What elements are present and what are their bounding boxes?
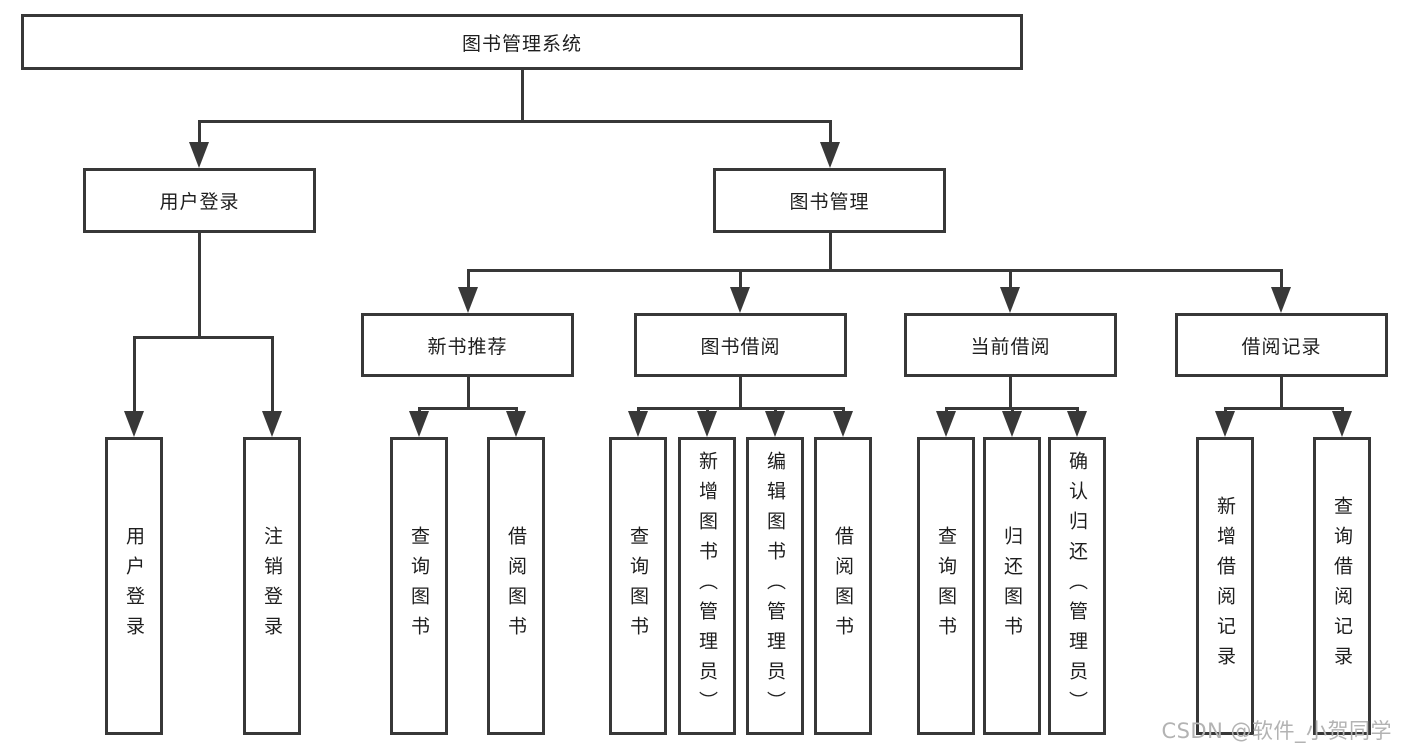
connector-vline: [738, 377, 742, 410]
arrowhead-down-icon: [458, 287, 478, 313]
arrowhead-down-icon: [409, 411, 429, 437]
leaf-confirm-return-admin: 确认归还（管理员）: [1048, 437, 1106, 735]
arrowhead-down-icon: [833, 411, 853, 437]
connector-vline: [1223, 407, 1227, 413]
connector-vline: [417, 407, 421, 413]
leaf-edit-books-admin: 编辑图书（管理员）: [746, 437, 804, 735]
connector-vline: [466, 377, 470, 410]
leaf-query-books-recommend: 查询图书: [390, 437, 448, 735]
connector-vline: [841, 407, 845, 413]
leaf-query-borrow-record: 查询借阅记录: [1313, 437, 1371, 735]
connector-vline: [466, 269, 470, 289]
arrowhead-down-icon: [1002, 411, 1022, 437]
connector-hline: [636, 407, 845, 410]
connector-vline: [197, 120, 201, 144]
node-label: 借阅图书: [505, 526, 527, 646]
connector-vline: [1279, 377, 1283, 410]
arrowhead-down-icon: [1067, 411, 1087, 437]
connector-vline: [270, 336, 274, 413]
node-label: 归还图书: [1001, 526, 1023, 646]
arrowhead-down-icon: [697, 411, 717, 437]
connector-vline: [636, 407, 640, 413]
leaf-user-login: 用户登录: [105, 437, 163, 735]
leaf-add-borrow-record: 新增借阅记录: [1196, 437, 1254, 735]
node-label: 注销登录: [261, 526, 283, 646]
node-label: 当前借阅: [970, 335, 1051, 358]
node-label: 用户登录: [123, 526, 145, 646]
node-label: 查询借阅记录: [1331, 496, 1353, 676]
connector-vline: [1008, 269, 1012, 289]
connector-vline: [1340, 407, 1344, 413]
arrowhead-down-icon: [124, 411, 144, 437]
connector-vline: [773, 407, 777, 413]
connector-hline: [197, 120, 832, 123]
node-label: 查询图书: [627, 526, 649, 646]
arrowhead-down-icon: [1332, 411, 1352, 437]
node-new-book-recommendation: 新书推荐: [361, 313, 574, 377]
connector-vline: [944, 407, 948, 413]
arrowhead-down-icon: [1271, 287, 1291, 313]
connector-vline: [1008, 377, 1012, 410]
node-label: 查询图书: [408, 526, 430, 646]
node-label: 图书借阅: [700, 335, 781, 358]
connector-vline: [738, 269, 742, 289]
node-borrowing-records: 借阅记录: [1175, 313, 1388, 377]
arrowhead-down-icon: [820, 142, 840, 168]
leaf-return-books: 归还图书: [983, 437, 1041, 735]
node-label: 新增借阅记录: [1214, 496, 1236, 676]
arrowhead-down-icon: [1215, 411, 1235, 437]
connector-hline: [466, 269, 1283, 272]
arrowhead-down-icon: [765, 411, 785, 437]
node-label: 新书推荐: [427, 335, 508, 358]
connector-hline: [132, 336, 274, 339]
node-label: 借阅记录: [1241, 335, 1322, 358]
arrowhead-down-icon: [506, 411, 526, 437]
node-book-management: 图书管理: [713, 168, 946, 233]
connector-vline: [520, 70, 524, 123]
connector-vline: [828, 120, 832, 144]
node-label: 查询图书: [935, 526, 957, 646]
connector-vline: [132, 336, 136, 413]
connector-vline: [828, 233, 832, 272]
arrowhead-down-icon: [1000, 287, 1020, 313]
node-user-login: 用户登录: [83, 168, 316, 233]
arrowhead-down-icon: [628, 411, 648, 437]
connector-vline: [1010, 407, 1014, 413]
leaf-borrow-books: 借阅图书: [814, 437, 872, 735]
watermark: CSDN @软件_小贺同学: [1161, 719, 1392, 743]
arrowhead-down-icon: [730, 287, 750, 313]
leaf-query-books-current: 查询图书: [917, 437, 975, 735]
connector-vline: [705, 407, 709, 413]
node-label: 确认归还（管理员）: [1066, 451, 1088, 721]
connector-vline: [514, 407, 518, 413]
node-label: 新增图书（管理员）: [696, 451, 718, 721]
node-book-borrowing: 图书借阅: [634, 313, 847, 377]
node-label: 编辑图书（管理员）: [764, 451, 786, 721]
node-label: 用户登录: [159, 191, 240, 213]
leaf-borrow-books-recommend: 借阅图书: [487, 437, 545, 735]
node-library-management-system: 图书管理系统: [21, 14, 1023, 70]
leaf-logout: 注销登录: [243, 437, 301, 735]
connector-vline: [197, 233, 201, 339]
node-label: 图书管理系统: [461, 32, 582, 55]
node-current-borrowing: 当前借阅: [904, 313, 1117, 377]
leaf-query-books-borrow: 查询图书: [609, 437, 667, 735]
arrowhead-down-icon: [189, 142, 209, 168]
connector-vline: [1279, 269, 1283, 289]
connector-hline: [1223, 407, 1344, 410]
arrowhead-down-icon: [936, 411, 956, 437]
arrowhead-down-icon: [262, 411, 282, 437]
connector-vline: [1075, 407, 1079, 413]
node-label: 借阅图书: [832, 526, 854, 646]
connector-hline: [417, 407, 518, 410]
node-label: 图书管理: [789, 191, 870, 213]
leaf-add-books-admin: 新增图书（管理员）: [678, 437, 736, 735]
